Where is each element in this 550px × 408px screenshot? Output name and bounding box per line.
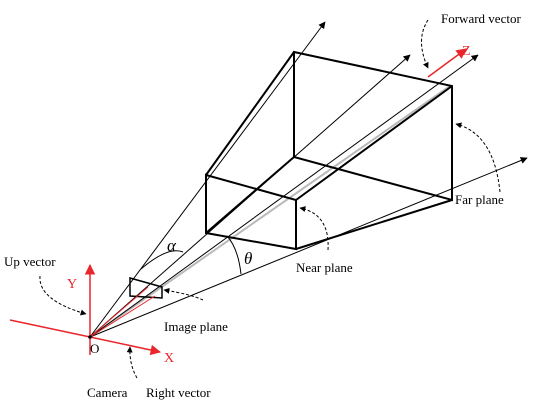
alpha-arc [140, 250, 184, 270]
image-plane-callout [163, 287, 204, 301]
image-plane-label: Image plane [164, 319, 228, 334]
z-axis-label: Z [462, 44, 471, 59]
callout-arrows [39, 19, 501, 379]
alpha-symbol: α [167, 236, 177, 255]
near-plane-rect [205, 173, 297, 251]
x-axis-line [9, 319, 91, 338]
theta-arc [226, 235, 242, 275]
up-vector-callout [39, 275, 87, 316]
right-vector-label: Right vector [146, 385, 211, 400]
camera-label: Camera [87, 385, 128, 400]
image-plane-rect [129, 277, 163, 299]
origin-label: O [90, 341, 99, 356]
frustum-rays [89, 21, 528, 338]
y-axis-label: Y [67, 277, 77, 292]
near-plane-callout [299, 206, 329, 251]
camera-origin-point [88, 335, 92, 339]
forward-vector-label: Forward vector [441, 11, 521, 26]
near-plane-label: Near plane [296, 260, 353, 275]
up-vector-label: Up vector [4, 254, 56, 269]
optical-axis [89, 85, 451, 338]
far-plane-label: Far plane [455, 192, 504, 207]
frustum-edges [205, 51, 453, 250]
x-axis-label: X [164, 351, 174, 366]
z-axis-line [427, 48, 467, 78]
forward-vector-callout [421, 19, 429, 69]
x-axis-line-right [89, 336, 162, 356]
coordinate-axes [9, 48, 467, 356]
image-plane-red-rays [89, 286, 156, 338]
far-plane-callout [455, 122, 501, 193]
right-vector-callout [126, 346, 138, 379]
theta-symbol: θ [244, 249, 252, 268]
